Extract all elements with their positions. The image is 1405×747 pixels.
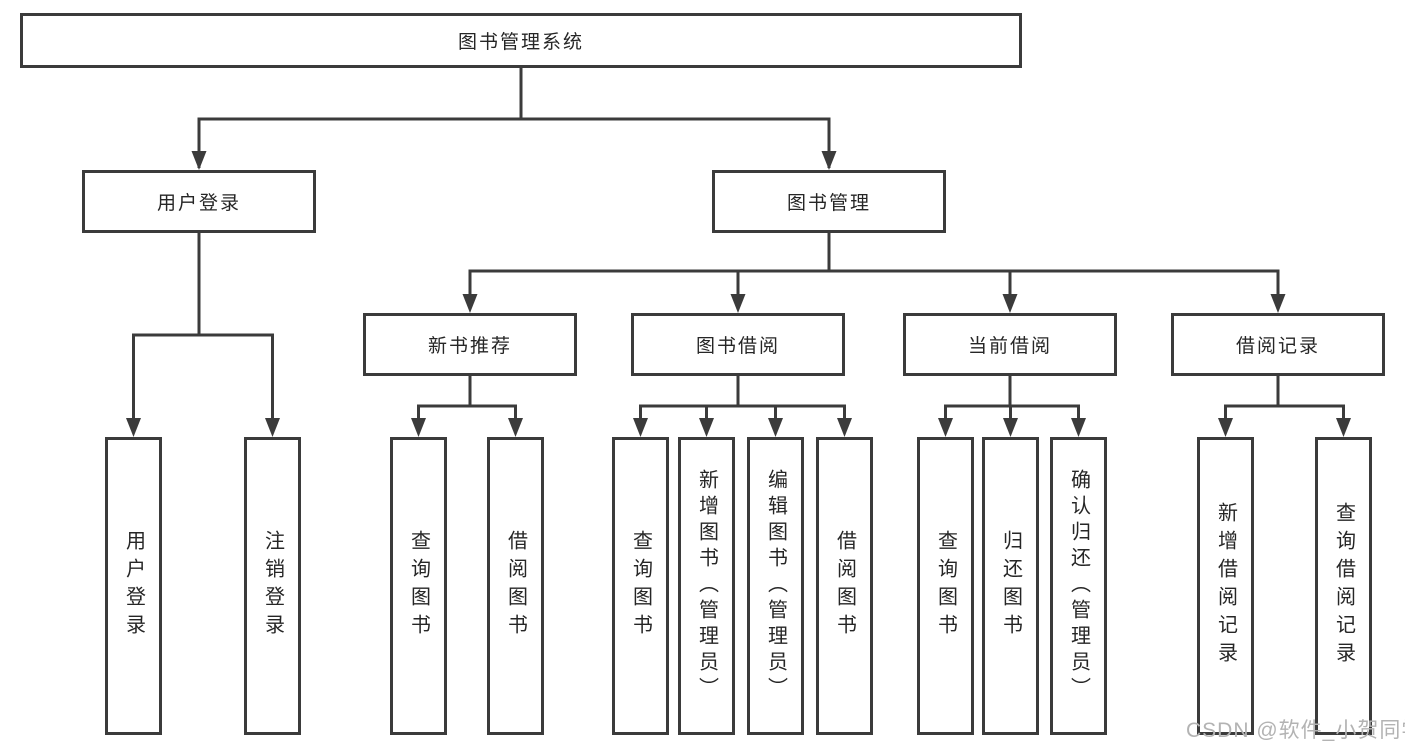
arrow-down-icon [1003,418,1018,437]
connector-bookborrow-to-leaves [639,376,846,420]
node-borrow-record-label: 借阅记录 [1235,336,1320,357]
node-root-label: 图书管理系统 [457,32,584,53]
node-book-borrow: 图书借阅 [631,313,845,376]
node-nb-query-book-label: 查询图书 [407,530,430,642]
node-cb-query-book: 查询图书 [917,437,974,735]
node-book-borrow-label: 图书借阅 [695,336,780,357]
node-root: 图书管理系统 [20,13,1022,68]
arrow-down-icon [508,418,523,437]
node-nb-borrow-book-label: 借阅图书 [504,530,527,642]
node-br-add-record-label: 新增借阅记录 [1214,502,1237,670]
node-bb-edit-book-label: 编辑图书（管理员） [764,469,787,703]
arrow-down-icon [699,418,714,437]
connector-currentborrow-to-leaves [944,376,1080,420]
node-user-login: 用户登录 [82,170,316,233]
node-user-login-action: 用户登录 [105,437,162,735]
node-bb-borrow-book: 借阅图书 [816,437,873,735]
node-cb-confirm-return: 确认归还（管理员） [1050,437,1107,735]
arrow-down-icon [126,418,141,437]
node-logout-action-label: 注销登录 [261,530,284,642]
node-new-book-rec-label: 新书推荐 [427,336,512,357]
connector-root-to-level1 [197,68,831,168]
arrow-down-icon [191,151,207,170]
connector-borrowrecord-to-leaves [1224,376,1345,420]
node-bb-query-book-label: 查询图书 [629,530,652,642]
node-nb-query-book: 查询图书 [390,437,447,735]
arrow-down-icon [837,418,852,437]
arrow-down-icon [633,418,648,437]
arrow-down-icon [1002,294,1018,313]
node-book-mgmt-label: 图书管理 [786,193,871,214]
node-cb-confirm-return-label: 确认归还（管理员） [1067,469,1090,703]
node-borrow-record: 借阅记录 [1171,313,1385,376]
arrow-down-icon [730,294,746,313]
node-cb-query-book-label: 查询图书 [934,530,957,642]
arrow-down-icon [265,418,280,437]
arrow-down-icon [1270,294,1286,313]
arrow-down-icon [768,418,783,437]
arrow-down-icon [1071,418,1086,437]
node-book-mgmt: 图书管理 [712,170,946,233]
node-br-query-record-label: 查询借阅记录 [1332,502,1355,670]
node-bb-add-book: 新增图书（管理员） [678,437,735,735]
node-cb-return-book-label: 归还图书 [999,530,1022,642]
node-new-book-rec: 新书推荐 [363,313,577,376]
connector-userlogin-to-leaves [132,233,274,420]
node-bb-edit-book: 编辑图书（管理员） [747,437,804,735]
node-cb-return-book: 归还图书 [982,437,1039,735]
node-bb-add-book-label: 新增图书（管理员） [695,469,718,703]
arrowheads-group [126,151,1351,437]
arrow-down-icon [1218,418,1233,437]
connector-bookmgmt-to-level2 [468,233,1280,296]
arrow-down-icon [938,418,953,437]
node-br-add-record: 新增借阅记录 [1197,437,1254,735]
connector-newbook-to-leaves [417,376,517,420]
csdn-watermark: CSDN @软件_小贺同学 [1186,719,1405,742]
arrow-down-icon [462,294,478,313]
arrow-down-icon [1336,418,1351,437]
node-user-login-action-label: 用户登录 [122,530,145,642]
node-logout-action: 注销登录 [244,437,301,735]
node-bb-query-book: 查询图书 [612,437,669,735]
node-bb-borrow-book-label: 借阅图书 [833,530,856,642]
node-br-query-record: 查询借阅记录 [1315,437,1372,735]
arrow-down-icon [411,418,426,437]
arrow-down-icon [821,151,837,170]
node-nb-borrow-book: 借阅图书 [487,437,544,735]
node-current-borrow: 当前借阅 [903,313,1117,376]
node-current-borrow-label: 当前借阅 [967,336,1052,357]
node-user-login-label: 用户登录 [156,193,241,214]
